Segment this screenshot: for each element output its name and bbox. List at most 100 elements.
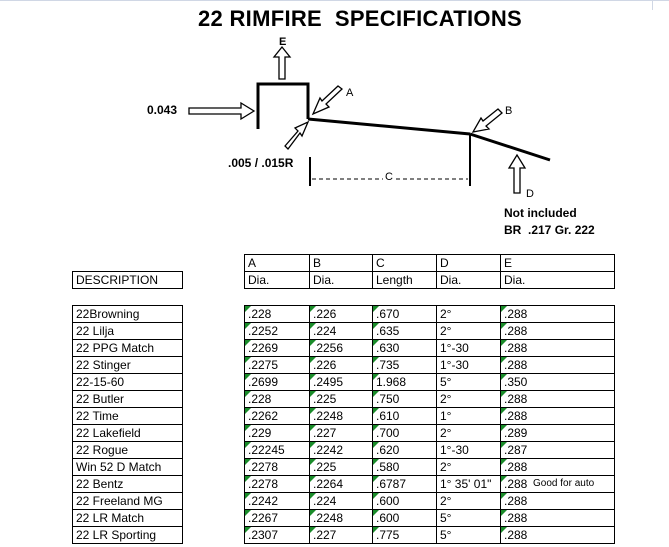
row-description: 22 Rogue xyxy=(72,441,183,459)
number-as-text-indicator xyxy=(373,459,379,465)
spec-cell-d: 2° xyxy=(436,424,501,442)
spec-cell-b: .2256 xyxy=(309,339,373,357)
spec-cell-b-text: .226 xyxy=(313,307,337,321)
label-e: E xyxy=(279,36,287,48)
number-as-text-indicator xyxy=(245,527,251,533)
spec-cell-b-text: .2242 xyxy=(313,443,344,457)
spec-cell-e: .288 xyxy=(500,407,615,425)
br-note-label: BR .217 Gr. 222 xyxy=(504,223,595,237)
spec-cell-a-text: .2262 xyxy=(248,409,279,423)
number-as-text-indicator xyxy=(310,459,316,465)
spec-cell-c: 1.968 xyxy=(372,373,437,391)
chamber-diagram xyxy=(188,45,551,194)
spec-cell-d-text: 2° xyxy=(440,324,452,338)
row-note: Good for auto xyxy=(533,478,595,489)
number-as-text-indicator xyxy=(310,323,316,329)
column-letter-header: E xyxy=(500,254,615,272)
spec-cell-d: 2° xyxy=(436,305,501,323)
number-as-text-indicator xyxy=(310,340,316,346)
number-as-text-indicator xyxy=(501,425,507,431)
number-as-text-indicator xyxy=(245,476,251,482)
rim-outline xyxy=(256,82,310,129)
spec-cell-e-text: .287 xyxy=(504,443,528,457)
column-letter-header: A xyxy=(244,254,310,272)
spec-cell-b-text: .224 xyxy=(313,494,337,508)
number-as-text-indicator xyxy=(373,306,379,312)
column-unit-header-text: Dia. xyxy=(440,273,462,287)
spec-cell-e: .350 xyxy=(500,373,615,391)
arrow-a xyxy=(311,85,344,116)
number-as-text-indicator xyxy=(245,459,251,465)
spec-cell-c-text: .620 xyxy=(376,443,400,457)
number-as-text-indicator xyxy=(245,510,251,516)
spec-cell-e-text: .288 xyxy=(504,341,528,355)
spec-cell-e-text: .288 xyxy=(504,358,528,372)
column-letter-header: C xyxy=(372,254,437,272)
spec-cell-c-text: .630 xyxy=(376,341,400,355)
spec-cell-a: .2307 xyxy=(244,526,310,544)
spec-cell-c: .620 xyxy=(372,441,437,459)
spec-cell-c: .600 xyxy=(372,509,437,527)
body-taper xyxy=(307,117,471,136)
spec-cell-c: .775 xyxy=(372,526,437,544)
description-header: DESCRIPTION xyxy=(72,271,183,289)
spec-cell-d: 5° xyxy=(436,526,501,544)
number-as-text-indicator xyxy=(245,374,251,380)
spec-cell-e: .288 xyxy=(500,390,615,408)
number-as-text-indicator xyxy=(501,493,507,499)
spec-cell-c-text: .580 xyxy=(376,460,400,474)
number-as-text-indicator xyxy=(310,527,316,533)
column-letter-header: B xyxy=(309,254,373,272)
spec-cell-c-text: .635 xyxy=(376,324,400,338)
number-as-text-indicator xyxy=(373,408,379,414)
spec-cell-a-text: .228 xyxy=(248,392,272,406)
spec-cell-c: .700 xyxy=(372,424,437,442)
spec-cell-a: .2262 xyxy=(244,407,310,425)
number-as-text-indicator xyxy=(310,357,316,363)
spec-cell-b: .2248 xyxy=(309,407,373,425)
row-description: 22-15-60 xyxy=(72,373,183,391)
spec-cell-b: .2242 xyxy=(309,441,373,459)
row-description: 22 Freeland MG xyxy=(72,492,183,510)
spec-cell-e: .288 xyxy=(500,322,615,340)
number-as-text-indicator xyxy=(501,340,507,346)
spec-cell-a: .2278 xyxy=(244,458,310,476)
spec-cell-a-text: .2307 xyxy=(248,528,279,542)
row-description-text: 22 PPG Match xyxy=(76,341,155,355)
spec-cell-a-text: .2269 xyxy=(248,341,279,355)
spec-cell-b-text: .226 xyxy=(313,358,337,372)
description-header-text: DESCRIPTION xyxy=(76,273,159,287)
spec-cell-c: .670 xyxy=(372,305,437,323)
spec-cell-e: .289 xyxy=(500,424,615,442)
spec-cell-d-text: 5° xyxy=(440,528,452,542)
number-as-text-indicator xyxy=(310,476,316,482)
spec-cell-c-text: 1.968 xyxy=(376,375,407,389)
spec-cell-d-text: 1°-30 xyxy=(440,341,469,355)
spec-cell-a-text: .2275 xyxy=(248,358,279,372)
number-as-text-indicator xyxy=(373,442,379,448)
spec-cell-b: .225 xyxy=(309,458,373,476)
spec-cell-c: .750 xyxy=(372,390,437,408)
spec-cell-d-text: 1°-30 xyxy=(440,443,469,457)
arrow-e xyxy=(272,45,292,80)
spec-cell-e-text: .288 xyxy=(504,392,528,406)
spec-cell-c: .630 xyxy=(372,339,437,357)
spec-cell-d: 2° xyxy=(436,492,501,510)
spec-cell-b: .224 xyxy=(309,322,373,340)
spec-cell-e-text: .288 xyxy=(504,324,528,338)
spec-cell-b: .226 xyxy=(309,305,373,323)
spec-cell-d-text: 2° xyxy=(440,460,452,474)
spec-cell-e: .287 xyxy=(500,441,615,459)
spec-cell-b-text: .225 xyxy=(313,460,337,474)
number-as-text-indicator xyxy=(501,323,507,329)
sheet-gridline-tick xyxy=(652,0,653,10)
row-description-text: 22-15-60 xyxy=(76,375,125,389)
spec-cell-c: .580 xyxy=(372,458,437,476)
spec-cell-d: 1°-30 xyxy=(436,356,501,374)
spec-cell-b-text: .227 xyxy=(313,528,337,542)
spec-cell-a-text: .228 xyxy=(248,307,272,321)
column-unit-header-text: Dia. xyxy=(313,273,335,287)
number-as-text-indicator xyxy=(310,442,316,448)
label-c: C xyxy=(383,171,395,183)
number-as-text-indicator xyxy=(501,408,507,414)
